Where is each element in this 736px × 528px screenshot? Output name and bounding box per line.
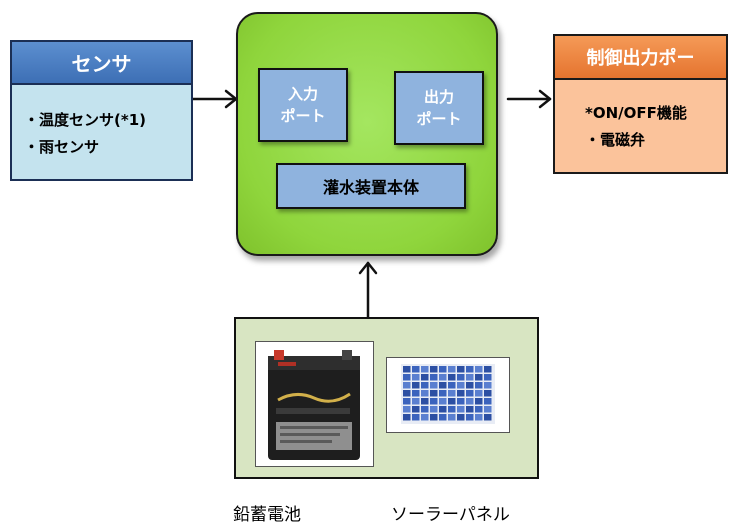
battery-caption: 鉛蓄電池 — [233, 505, 301, 525]
solar-cell — [439, 382, 447, 389]
solar-cell — [421, 390, 429, 397]
solar-cell — [421, 398, 429, 405]
solar-cell — [484, 390, 492, 397]
solar-panel-image — [386, 357, 510, 433]
solar-cell — [457, 414, 465, 421]
solar-cell — [430, 382, 438, 389]
solar-cell — [430, 414, 438, 421]
solar-cell — [466, 366, 474, 373]
solar-cell — [475, 414, 483, 421]
solar-cell — [403, 390, 411, 397]
solar-cell — [457, 390, 465, 397]
solar-cell — [466, 374, 474, 381]
solar-cell — [475, 374, 483, 381]
solar-cell — [448, 398, 456, 405]
control-output-item-valve: ・電磁弁 — [585, 131, 646, 149]
solar-cell — [457, 374, 465, 381]
solar-cell — [403, 414, 411, 421]
solar-cell — [430, 406, 438, 413]
solar-cell — [421, 382, 429, 389]
solar-cell — [457, 398, 465, 405]
solar-cell — [412, 366, 420, 373]
input-port-line2: ポート — [280, 107, 326, 125]
solar-cell — [466, 382, 474, 389]
solar-cell — [421, 414, 429, 421]
solar-cell — [448, 374, 456, 381]
arrow-unit-to-output — [506, 89, 552, 109]
solar-cell — [430, 398, 438, 405]
solar-cell — [403, 398, 411, 405]
output-port: 出力 ポート — [394, 71, 484, 145]
solar-cell — [484, 398, 492, 405]
sensor-item-temperature: ・温度センサ(*1) — [24, 111, 146, 129]
solar-cell — [412, 390, 420, 397]
input-port-line1: 入力 — [287, 85, 318, 103]
solar-cell — [484, 374, 492, 381]
solar-cell — [439, 374, 447, 381]
solar-cell — [475, 390, 483, 397]
solar-cell — [421, 366, 429, 373]
solar-cell — [457, 406, 465, 413]
solar-cell — [421, 406, 429, 413]
arrow-sensor-to-unit — [191, 89, 238, 109]
solar-cell — [430, 366, 438, 373]
solar-cell — [430, 390, 438, 397]
solar-cell — [466, 390, 474, 397]
solar-cell — [484, 414, 492, 421]
solar-cell — [412, 382, 420, 389]
sensor-item-rain: ・雨センサ — [24, 138, 100, 156]
solar-cell — [448, 390, 456, 397]
solar-cell — [439, 390, 447, 397]
solar-cell — [484, 366, 492, 373]
solar-cell — [457, 366, 465, 373]
solar-cell — [457, 382, 465, 389]
solar-cell — [466, 414, 474, 421]
solar-cell — [448, 414, 456, 421]
solar-cell — [475, 382, 483, 389]
output-port-line2: ポート — [416, 110, 462, 128]
solar-cell — [403, 406, 411, 413]
solar-cell — [412, 414, 420, 421]
sensor-list: ・温度センサ(*1) ・雨センサ — [10, 85, 193, 181]
solar-cell — [466, 398, 474, 405]
output-port-line1: 出力 — [423, 88, 454, 106]
solar-cell — [484, 382, 492, 389]
battery-icon — [268, 350, 360, 460]
solar-cell — [403, 374, 411, 381]
solar-cell — [466, 406, 474, 413]
solar-cell — [484, 406, 492, 413]
solar-cell — [403, 382, 411, 389]
solar-cell — [448, 382, 456, 389]
arrow-power-to-unit — [358, 261, 378, 319]
solar-cell — [475, 398, 483, 405]
solar-cell — [421, 374, 429, 381]
solar-cell — [412, 398, 420, 405]
solar-cell — [448, 406, 456, 413]
solar-cell — [439, 406, 447, 413]
solar-cell — [439, 398, 447, 405]
input-port: 入力 ポート — [258, 68, 348, 142]
control-output-title: 制御出力ポー — [553, 34, 728, 80]
battery-image — [255, 341, 374, 467]
solar-panel-icon — [401, 364, 495, 424]
solar-cell — [475, 406, 483, 413]
solar-cell — [439, 414, 447, 421]
solar-cell — [439, 366, 447, 373]
solar-cell — [448, 366, 456, 373]
solar-cell — [403, 366, 411, 373]
control-output-item-onoff: *ON/OFF機能 — [585, 104, 687, 122]
solar-cell — [430, 374, 438, 381]
solar-cell — [412, 374, 420, 381]
control-output-list: *ON/OFF機能 ・電磁弁 — [553, 80, 728, 174]
solar-caption: ソーラーパネル — [391, 505, 510, 525]
solar-cell — [412, 406, 420, 413]
sensor-title: センサ — [10, 40, 193, 85]
solar-cell — [475, 366, 483, 373]
irrigation-unit-body: 灌水装置本体 — [276, 163, 466, 209]
